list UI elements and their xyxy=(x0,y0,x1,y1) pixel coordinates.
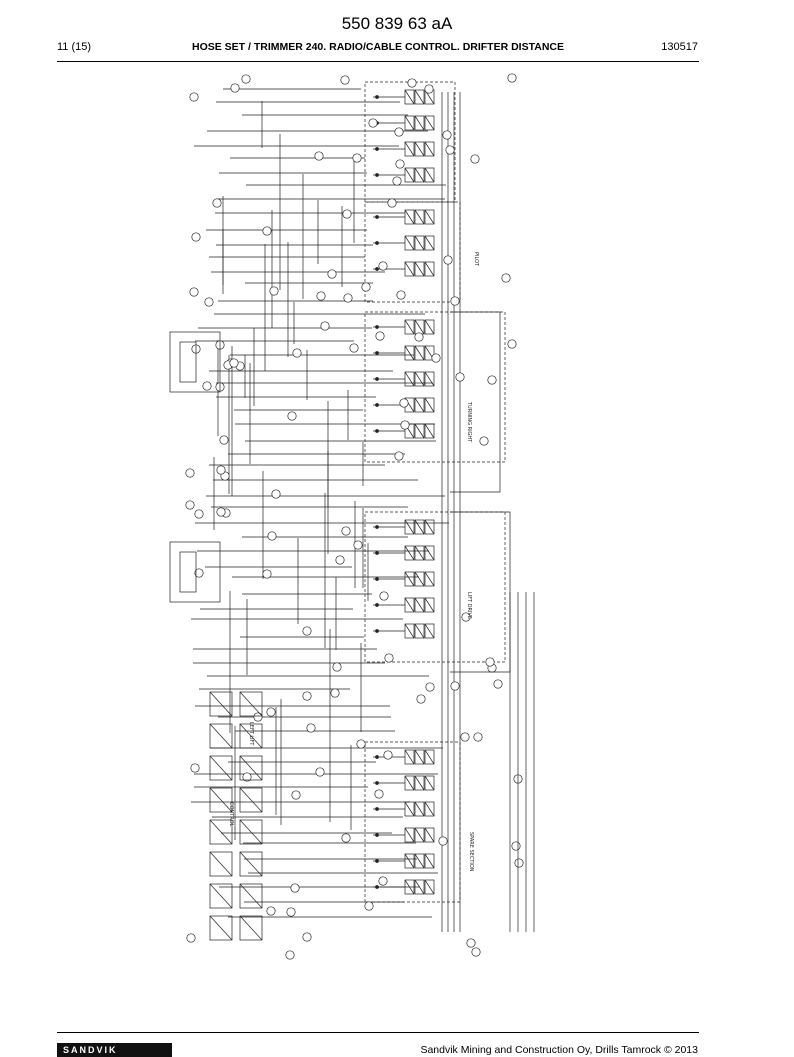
page-number: 11 (15) xyxy=(57,41,92,53)
schematic-section-label: LIFT DRIVE xyxy=(466,592,472,619)
schematic-section-label: PILOT xyxy=(473,252,479,267)
schematic-section-label: CONTROL xyxy=(228,802,234,827)
page-title: HOSE SET / TRIMMER 240. RADIO/CABLE CONT… xyxy=(192,41,564,53)
header-rule xyxy=(57,61,699,62)
footer-copyright: Sandvik Mining and Construction Oy, Dril… xyxy=(420,1044,698,1056)
company-logo: SANDVIK xyxy=(57,1043,172,1057)
schematic-section-label: LEFT LIFT xyxy=(248,722,254,746)
document-number: 550 839 63 aA xyxy=(341,14,453,33)
document-date: 130517 xyxy=(661,41,698,53)
schematic-section-label: TURNING RIGHT xyxy=(466,401,472,443)
schematic-section-label: SPARE SECTION xyxy=(468,832,474,872)
hydraulic-schematic: TURNING RIGHT LIFT DRIVE LEFT LIFT SPARE SE… xyxy=(169,73,535,960)
footer-rule xyxy=(57,1032,699,1033)
